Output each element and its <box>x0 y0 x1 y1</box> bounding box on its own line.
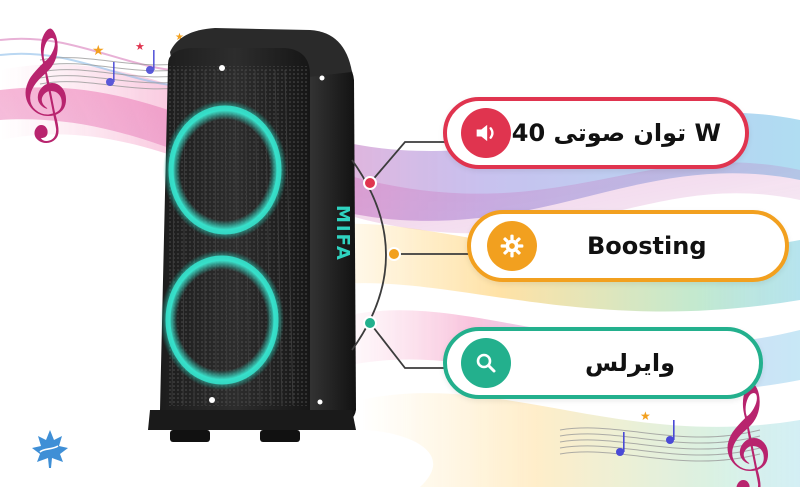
feature-wireless: وایرلس <box>443 327 763 399</box>
svg-text:★: ★ <box>92 43 105 59</box>
feature-power-badge <box>461 108 511 158</box>
feature-power-output: توان صوتی 40 W <box>443 97 749 169</box>
connector-dot-power <box>363 176 377 190</box>
feature-boosting-label: Boosting <box>587 232 707 260</box>
connector-dot-boosting <box>387 247 401 261</box>
svg-text:★: ★ <box>175 32 184 43</box>
search-icon <box>476 353 496 373</box>
feature-power-label: توان صوتی 40 W <box>511 119 721 147</box>
feature-wireless-badge <box>461 338 511 388</box>
svg-text:★: ★ <box>135 40 145 53</box>
feature-wireless-label: وایرلس <box>585 349 676 377</box>
connector-dot-wireless <box>363 316 377 330</box>
speaker-brand-label: MIFA <box>332 205 353 262</box>
treble-clef-icon: 𝄞 <box>14 26 71 143</box>
gear-icon <box>500 234 524 258</box>
speaker-icon <box>476 124 494 142</box>
maple-leaf-icon <box>32 430 68 468</box>
svg-text:★: ★ <box>640 409 651 423</box>
svg-text:MIFA: MIFA <box>332 205 353 262</box>
feature-boosting-badge <box>487 221 537 271</box>
feature-boosting: Boosting <box>467 210 789 282</box>
svg-text:𝄞: 𝄞 <box>14 26 71 143</box>
speaker-product-image <box>148 28 356 442</box>
